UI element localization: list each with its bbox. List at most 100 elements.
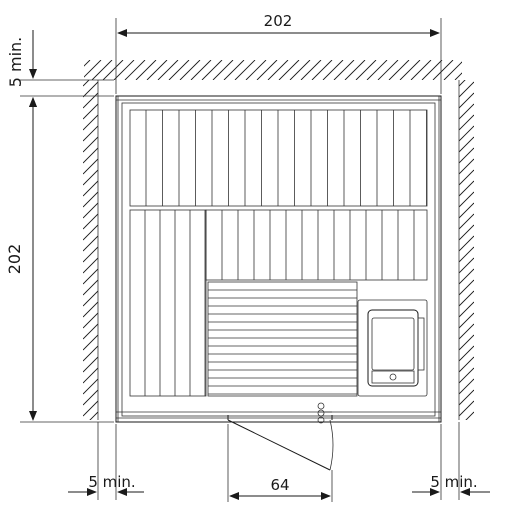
hatch-stroke — [83, 367, 98, 384]
hatch-stroke — [83, 136, 98, 153]
hatch-stroke — [377, 60, 399, 80]
hatch-stroke — [83, 356, 98, 373]
hatch-stroke — [459, 290, 474, 307]
hatch-stroke — [459, 367, 474, 384]
middle-bench — [205, 209, 428, 281]
hatch-stroke — [234, 60, 256, 80]
hatch-stroke — [477, 60, 497, 80]
hatch-stroke — [459, 80, 466, 87]
hatch-stroke — [366, 60, 388, 80]
sauna-heater — [357, 299, 428, 397]
hatch-stroke — [459, 312, 474, 329]
left-clearance-label: 5 min. — [88, 473, 135, 491]
hatch-stroke — [89, 411, 98, 420]
hatch-stroke — [83, 334, 98, 351]
hatch-stroke — [146, 60, 168, 80]
hatch-stroke — [83, 81, 98, 98]
hatch-stroke — [459, 423, 474, 438]
hatch-stroke — [459, 356, 474, 373]
dimension-top-width: 202 — [115, 12, 442, 94]
hatch-stroke — [465, 411, 474, 420]
hatch-stroke — [459, 202, 474, 219]
hatch-stroke — [179, 60, 201, 80]
hatch-stroke — [459, 279, 474, 296]
hatch-stroke — [459, 158, 474, 175]
door-hinge-top — [317, 402, 325, 410]
dimension-right-clearance: 5 min. — [412, 422, 490, 500]
hatch-stroke — [83, 378, 98, 395]
hatch-stroke — [83, 224, 98, 241]
hatch-stroke — [459, 400, 474, 417]
dimension-top-clearance: 5 min. — [6, 30, 114, 107]
hatch-stroke — [201, 60, 223, 80]
hatch-stroke — [459, 213, 474, 230]
hatch-stroke — [83, 180, 98, 197]
hatch-stroke — [399, 60, 421, 80]
door-width-label: 64 — [270, 476, 289, 494]
hatch-stroke — [83, 202, 98, 219]
sauna-room — [115, 95, 442, 423]
hatch-stroke — [135, 60, 157, 80]
hatch-stroke — [459, 334, 474, 351]
hatch-stroke — [289, 60, 311, 80]
hatch-stroke — [459, 268, 474, 285]
hatch-stroke — [459, 147, 474, 164]
hatch-stroke — [459, 257, 474, 274]
hatch-stroke — [300, 60, 322, 80]
hatch-stroke — [459, 169, 474, 186]
hatch-stroke — [83, 147, 98, 164]
hatch-stroke — [83, 213, 98, 230]
hatch-stroke — [459, 434, 474, 449]
door-swing-arc — [329, 419, 334, 471]
dimension-door-width: 64 — [227, 424, 333, 502]
hatch-stroke — [459, 191, 474, 208]
hatch-stroke — [84, 60, 91, 67]
hatch-stroke — [83, 434, 98, 449]
hatch-stroke — [83, 301, 98, 318]
hatch-stroke — [459, 323, 474, 340]
hatch-stroke — [223, 60, 245, 80]
hatch-stroke — [83, 191, 98, 208]
hatch-stroke — [459, 136, 474, 153]
hatch-stroke — [278, 60, 300, 80]
wall-hatching — [83, 60, 497, 449]
hatch-stroke — [245, 60, 267, 80]
hatch-stroke — [83, 103, 98, 120]
door-hinge-mid — [317, 409, 325, 417]
room-inner-wall — [121, 102, 436, 417]
hatch-stroke — [83, 92, 98, 109]
floor-grating — [207, 281, 358, 397]
hatch-stroke — [459, 180, 474, 197]
door — [227, 402, 334, 471]
hatch-stroke — [102, 60, 124, 80]
hatch-stroke — [459, 345, 474, 362]
room-outer-wall — [115, 95, 442, 423]
hatch-stroke — [333, 60, 355, 80]
hatch-stroke — [83, 158, 98, 175]
hatch-stroke — [459, 378, 474, 395]
dimension-left-clearance: 5 min. — [68, 422, 144, 500]
hatch-stroke — [83, 246, 98, 263]
hatch-stroke — [459, 235, 474, 252]
hatch-stroke — [83, 323, 98, 340]
hatch-stroke — [344, 60, 366, 80]
hatch-stroke — [355, 60, 377, 80]
hatch-stroke — [432, 60, 454, 80]
hatch-stroke — [83, 423, 98, 438]
hatch-stroke — [459, 125, 474, 142]
hatch-stroke — [421, 60, 443, 80]
hatch-stroke — [83, 279, 98, 296]
hatch-stroke — [83, 114, 98, 131]
hatch-stroke — [83, 60, 98, 75]
hatch-stroke — [459, 224, 474, 241]
hatch-stroke — [410, 60, 432, 80]
top-width-label: 202 — [264, 12, 293, 30]
side-bench — [129, 209, 207, 397]
hatch-stroke — [83, 345, 98, 362]
hatch-stroke — [190, 60, 212, 80]
door-hinge-bottom — [317, 416, 325, 424]
hatch-stroke — [459, 246, 474, 263]
hatch-stroke — [459, 301, 474, 318]
hatch-stroke — [443, 61, 462, 80]
